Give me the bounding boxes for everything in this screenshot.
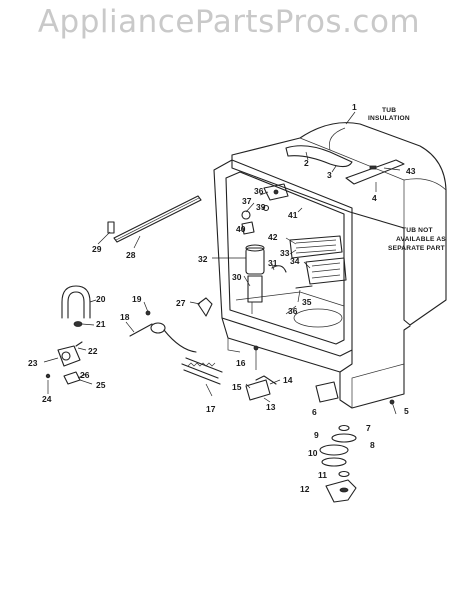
callout-37: 37 — [242, 196, 252, 206]
callout-22: 22 — [88, 346, 98, 356]
callout-18: 18 — [120, 312, 130, 322]
callout-4: 4 — [372, 193, 377, 203]
callout-11: 11 — [318, 470, 327, 480]
callout-35: 35 — [302, 297, 312, 307]
callout-27: 27 — [176, 298, 186, 308]
callout-5: 5 — [404, 406, 409, 416]
callout-34: 34 — [290, 256, 300, 266]
callout-7: 7 — [366, 423, 371, 433]
callout-9: 9 — [314, 430, 319, 440]
callout-20: 20 — [96, 294, 106, 304]
callout-30: 30 — [232, 272, 242, 282]
callout-23: 23 — [28, 358, 38, 368]
tub-insulation-note-line2: INSULATION — [368, 115, 410, 122]
callout-24: 24 — [42, 394, 52, 404]
inlet-valve — [57, 341, 83, 367]
callout-16: 16 — [236, 358, 246, 368]
callout-2: 2 — [304, 158, 309, 168]
callout-25: 25 — [96, 380, 106, 390]
pump-gasket-stack — [319, 424, 357, 478]
tub-not-available-line3: SEPARATE PART — [388, 245, 445, 252]
callout-8: 8 — [370, 440, 375, 450]
hinge-bracket — [245, 375, 277, 401]
tub-not-available-line1: TUB NOT — [402, 227, 433, 234]
leveling-screw — [389, 399, 397, 415]
callout-19: 19 — [132, 294, 142, 304]
callout-33: 33 — [280, 248, 290, 258]
callout-labels: 1 2 3 4 5 6 7 8 9 10 11 12 13 14 15 16 1… — [28, 102, 416, 494]
door-springs — [181, 357, 223, 385]
callout-40: 40 — [236, 224, 246, 234]
callout-21: 21 — [96, 319, 106, 329]
fill-valve-cylinder — [245, 244, 265, 314]
tub-assembly — [213, 122, 447, 409]
tub-insulation-note-line1: TUB — [382, 107, 396, 114]
callout-17: 17 — [206, 404, 216, 414]
callout-13: 13 — [266, 402, 276, 412]
callout-6: 6 — [312, 407, 317, 417]
motor-wire — [129, 301, 197, 353]
callout-31: 31 — [268, 258, 278, 268]
callout-26: 26 — [80, 370, 90, 380]
callout-43: 43 — [406, 166, 416, 176]
door-latch — [197, 297, 213, 317]
callout-41: 41 — [288, 210, 298, 220]
callout-28: 28 — [126, 250, 136, 260]
callout-39: 39 — [256, 202, 266, 212]
callout-10: 10 — [308, 448, 318, 458]
callout-15: 15 — [232, 382, 242, 392]
gasket-clip — [107, 221, 115, 234]
callout-14: 14 — [283, 375, 293, 385]
tub-bracket — [345, 159, 405, 185]
callout-1: 1 — [352, 102, 357, 112]
door-gasket — [113, 195, 202, 243]
tub-not-available-line2: AVAILABLE AS — [396, 236, 446, 243]
junction-box — [315, 381, 339, 403]
drain-hose — [61, 285, 91, 319]
callout-42: 42 — [268, 232, 278, 242]
pump-inlet — [325, 479, 357, 503]
watermark: AppliancePartsPros.com — [37, 4, 421, 40]
callout-12: 12 — [300, 484, 310, 494]
callout-32: 32 — [198, 254, 208, 264]
screw — [253, 345, 259, 370]
callout-36-top: 36 — [254, 186, 264, 196]
callout-29: 29 — [92, 244, 102, 254]
hose-clamp — [73, 321, 83, 327]
spray-module — [289, 235, 347, 285]
clip-parts — [271, 265, 313, 289]
vent-assembly — [263, 183, 289, 201]
callout-36-bottom: 36 — [288, 306, 298, 316]
leader-lines — [43, 111, 401, 403]
valve-bracket — [45, 371, 81, 385]
callout-3: 3 — [327, 170, 332, 180]
